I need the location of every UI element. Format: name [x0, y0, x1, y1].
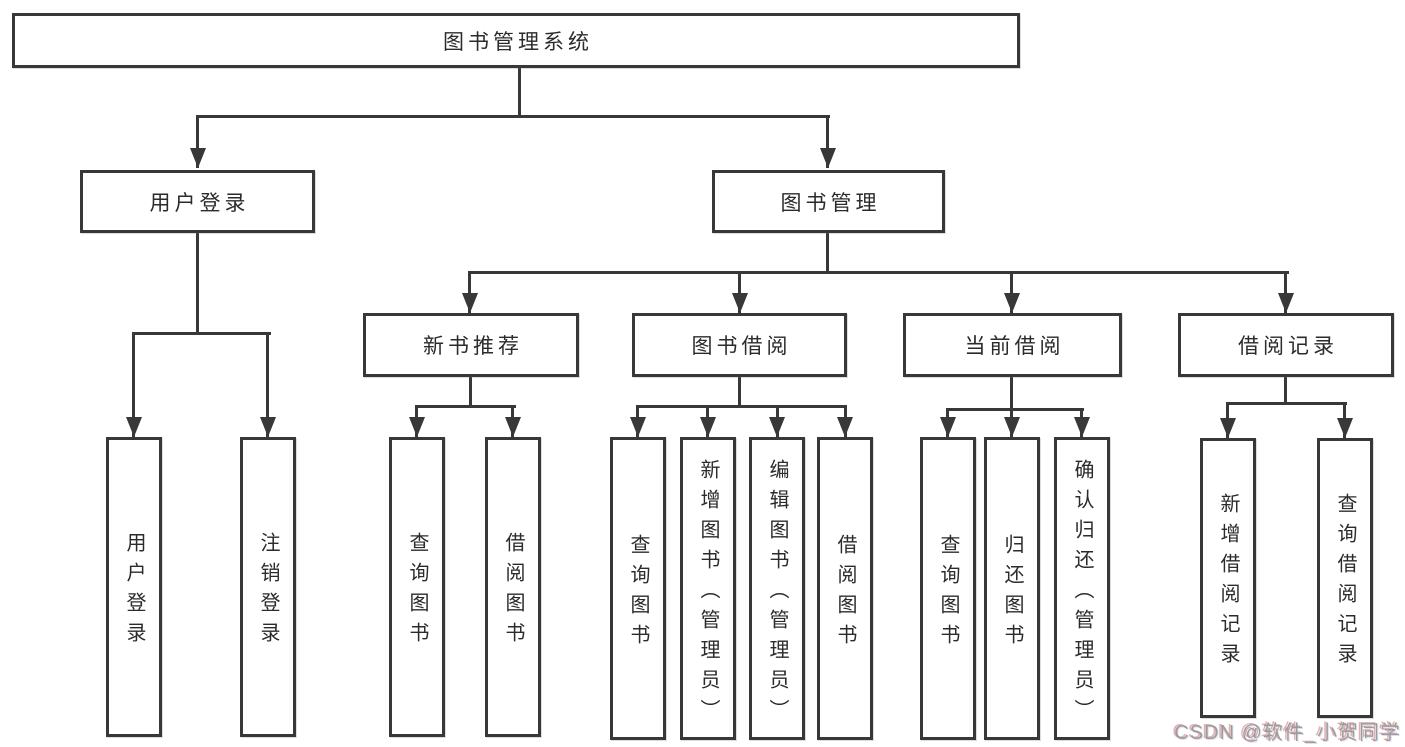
arrowhead-down-icon — [505, 417, 521, 437]
connector-drop-level3 — [468, 271, 471, 313]
connector-drop-user-login — [196, 115, 199, 168]
arrowhead-down-icon — [1004, 293, 1020, 313]
node-label: 归还图书 — [1001, 533, 1023, 654]
arrowhead-down-icon — [190, 148, 206, 168]
connector-drop-leaf — [266, 332, 269, 437]
node-label: 编辑图书（管理员） — [766, 458, 788, 729]
connector-bookmgmt-bar — [468, 271, 1289, 274]
leaf-query-books-current: 查询图书 — [920, 437, 976, 740]
node-current-borrowing: 当前借阅 — [903, 313, 1122, 377]
connector-current-stem — [1010, 377, 1013, 408]
arrowhead-down-icon — [769, 417, 785, 437]
arrowhead-down-icon — [1220, 418, 1236, 438]
connector-drop-level3 — [1010, 271, 1013, 313]
arrowhead-down-icon — [940, 417, 956, 437]
node-label: 查询图书 — [627, 533, 649, 654]
connector-records-bar — [1226, 402, 1347, 405]
connector-drop-level3 — [738, 271, 741, 313]
connector-borrow-bar — [636, 405, 847, 408]
arrowhead-down-icon — [837, 417, 853, 437]
node-label: 借阅记录 — [1238, 335, 1338, 358]
connector-current-bar — [946, 408, 1084, 411]
connector-login-bar — [132, 332, 271, 335]
connector-drop-leaf — [132, 332, 135, 437]
node-label: 查询图书 — [937, 533, 959, 654]
leaf-query-borrow-record: 查询借阅记录 — [1317, 438, 1373, 718]
node-label: 查询借阅记录 — [1334, 493, 1356, 673]
leaf-add-books-admin: 新增图书（管理员） — [680, 437, 736, 740]
node-root-book-management-system: 图书管理系统 — [12, 13, 1020, 68]
node-label: 图书管理系统 — [443, 30, 593, 54]
connector-root-stem — [518, 67, 521, 118]
leaf-borrow-books: 借阅图书 — [817, 437, 873, 740]
node-label: 图书管理 — [780, 191, 881, 215]
node-label: 当前借阅 — [964, 335, 1065, 358]
node-book-borrowing: 图书借阅 — [632, 313, 847, 377]
leaf-return-books: 归还图书 — [984, 437, 1040, 740]
arrowhead-down-icon — [1278, 293, 1294, 313]
connector-newbook-stem — [469, 377, 472, 408]
leaf-query-books-recommend: 查询图书 — [389, 437, 445, 737]
leaf-add-borrow-record: 新增借阅记录 — [1200, 438, 1256, 718]
arrowhead-down-icon — [1004, 417, 1020, 437]
node-label: 新增图书（管理员） — [697, 458, 719, 729]
leaf-confirm-return-admin: 确认归还（管理员） — [1054, 437, 1110, 740]
arrowhead-down-icon — [820, 148, 836, 168]
leaf-user-login: 用户登录 — [106, 437, 162, 737]
arrowhead-down-icon — [462, 293, 478, 313]
leaf-query-books-borrowing: 查询图书 — [610, 437, 666, 740]
leaf-borrow-books-recommend: 借阅图书 — [485, 437, 541, 737]
connector-login-stem — [196, 233, 199, 335]
node-label: 查询图书 — [406, 532, 428, 652]
arrowhead-down-icon — [409, 417, 425, 437]
node-book-management: 图书管理 — [712, 170, 945, 233]
node-label: 确认归还（管理员） — [1071, 458, 1093, 729]
node-new-book-recommendation: 新书推荐 — [363, 313, 579, 377]
node-label: 图书借阅 — [691, 335, 792, 358]
node-label: 借阅图书 — [502, 532, 524, 652]
arrowhead-down-icon — [700, 417, 716, 437]
arrowhead-down-icon — [1337, 418, 1353, 438]
node-label: 注销登录 — [257, 532, 279, 652]
leaf-edit-books-admin: 编辑图书（管理员） — [749, 437, 805, 740]
node-label: 新增借阅记录 — [1217, 493, 1239, 673]
leaf-logout: 注销登录 — [240, 437, 296, 737]
node-label: 新书推荐 — [423, 335, 523, 358]
connector-borrow-stem — [738, 377, 741, 408]
csdn-watermark: CSDN @软件_小贺同学 — [1174, 722, 1401, 744]
node-user-login: 用户登录 — [80, 170, 315, 233]
node-borrowing-records: 借阅记录 — [1178, 313, 1394, 377]
connector-root-bar — [196, 115, 830, 118]
arrowhead-down-icon — [260, 417, 276, 437]
connector-bookmgmt-stem — [826, 233, 829, 274]
node-label: 用户登录 — [149, 191, 250, 215]
connector-records-stem — [1284, 377, 1287, 405]
connector-newbook-bar — [415, 405, 516, 408]
arrowhead-down-icon — [126, 417, 142, 437]
connector-drop-book-mgmt — [826, 115, 829, 168]
node-label: 借阅图书 — [834, 533, 856, 654]
node-label: 用户登录 — [123, 532, 145, 652]
connector-drop-level3 — [1284, 271, 1287, 313]
arrowhead-down-icon — [1074, 417, 1090, 437]
arrowhead-down-icon — [630, 417, 646, 437]
arrowhead-down-icon — [732, 293, 748, 313]
